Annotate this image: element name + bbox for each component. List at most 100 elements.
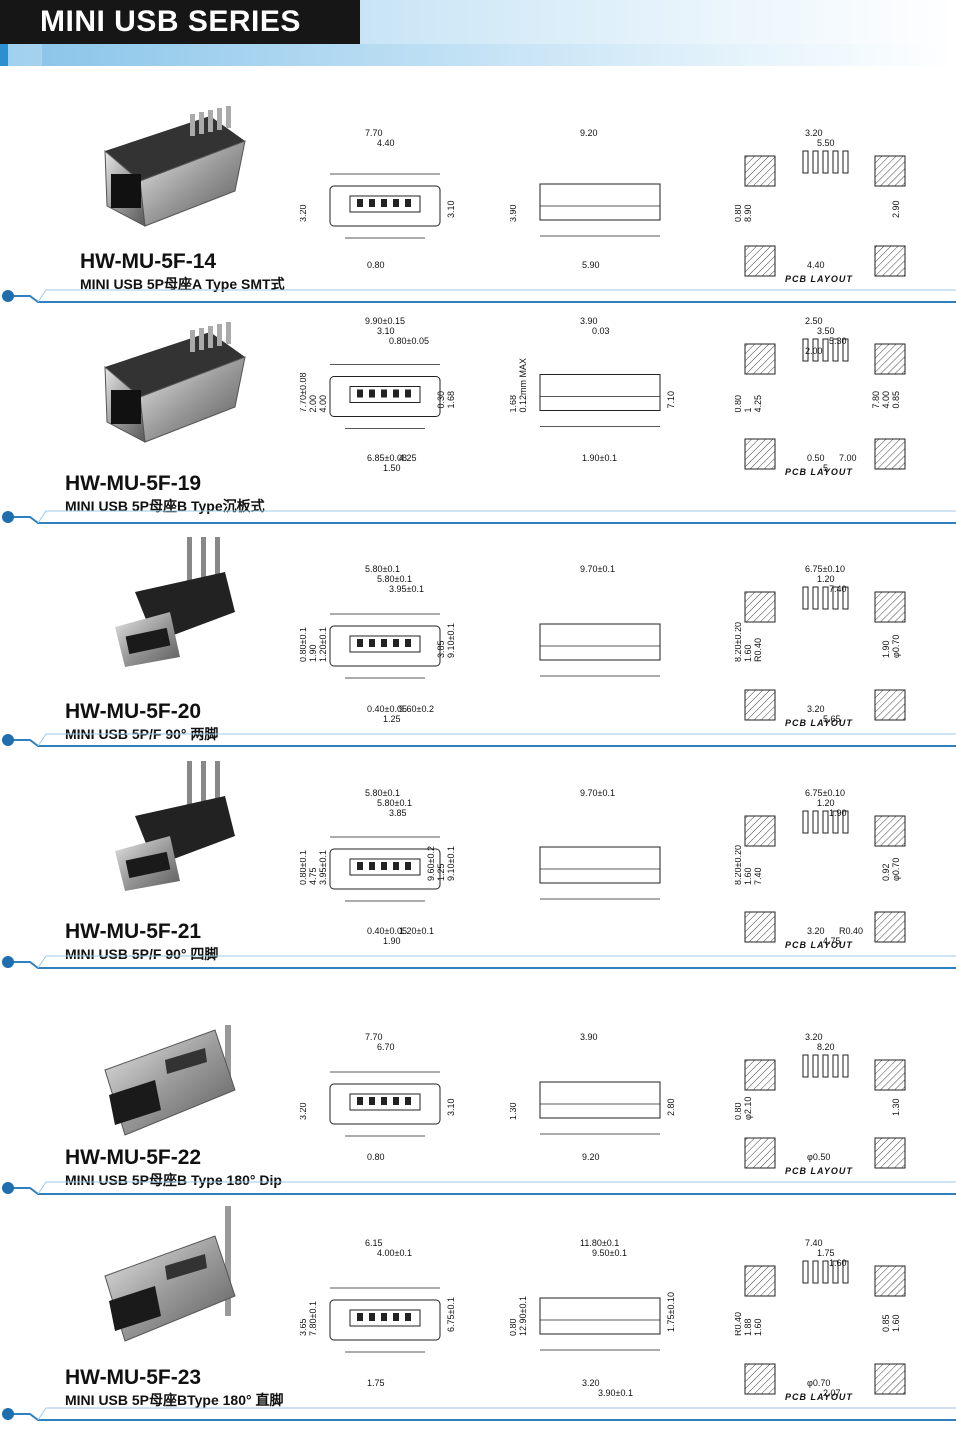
dimension-label: 0.85 (881, 1314, 891, 1332)
dimension-label: 9.90±0.15 (365, 316, 405, 326)
front-view-drawing: 6.153.651.756.75±0.14.00±0.17.80±0.1 (300, 1238, 456, 1388)
dimension-label: 1.30 (891, 1098, 901, 1116)
dimension-label: 1.60 (891, 1314, 901, 1332)
dimension-label: 2.80 (666, 1098, 676, 1116)
pcb-layout-label: PCB LAYOUT (785, 1166, 853, 1176)
dimension-label: 3.10 (446, 1098, 456, 1116)
pcb-layout-drawing: 6.75±0.108.20±0.203.20φ0.701.201.605.651… (735, 564, 906, 728)
dimension-label: 0.30 (436, 391, 446, 409)
dimension-label: 6.75±0.10 (805, 564, 845, 574)
dimension-label: 5.80±0.1 (377, 798, 412, 808)
dimension-label: 9.20 (582, 1152, 600, 1162)
dimension-label: 6.75±0.10 (805, 788, 845, 798)
dimension-label: 4.25 (753, 395, 763, 413)
dimension-label: 0.85 (891, 391, 901, 409)
pcb-layout-label: PCB LAYOUT (785, 1392, 853, 1402)
dimension-label: 3.90 (510, 204, 518, 222)
dimension-label: 7.40 (805, 1238, 823, 1248)
dimension-label: 1.90 (383, 936, 401, 946)
dimension-label: 2.07 (823, 1388, 841, 1398)
dimension-label: 3.85 (389, 808, 407, 818)
dimension-label: 7.10 (666, 391, 676, 409)
dimension-label: 4.75 (823, 936, 841, 946)
dimension-label: 4.00 (318, 395, 328, 413)
dimension-label: 3.85 (436, 640, 446, 658)
front-view-drawing: 5.80±0.10.80±0.10.40±0.059.10±0.15.80±0.… (300, 788, 456, 946)
dimension-label: 0.12mm MAX (518, 358, 528, 413)
dimension-label: 1.60 (753, 1318, 763, 1336)
front-view-drawing: 9.90±0.157.70±0.086.85±0.081.683.102.001… (300, 316, 456, 473)
connector-photo (104, 106, 246, 227)
dimension-label: 0.80 (735, 395, 743, 413)
dimension-label: 8.90 (743, 204, 753, 222)
dimension-label: 11.80±0.1 (580, 1238, 619, 1248)
dimension-label: 1.60 (743, 867, 753, 885)
dimension-label: 2.50 (805, 316, 823, 326)
dimension-label: 5.65 (823, 714, 841, 724)
dimension-label: 6.75±0.1 (446, 1297, 456, 1332)
connector-photo (115, 537, 235, 667)
dimension-label: 0.80 (367, 260, 385, 270)
dimension-label: 8.20±0.20 (735, 622, 743, 662)
dimension-label: 0.80 (735, 1102, 743, 1120)
dimension-label: φ2.10 (743, 1097, 753, 1120)
dimension-label: 9.10±0.1 (446, 623, 456, 658)
connector-photo (104, 322, 246, 443)
dimension-label: 0.80 (367, 1152, 385, 1162)
dimension-label: φ0.70 (891, 635, 901, 658)
dimension-label: 1.60 (743, 644, 753, 662)
side-view-drawing: 3.901.681.90±0.17.100.030.12mm MAX (510, 316, 676, 463)
product-description: MINI USB 5P母座B Type 180° Dip (65, 1172, 282, 1188)
dimension-label: 1.25 (383, 714, 401, 724)
section-divider (2, 1181, 956, 1195)
dimension-label: 9.10±0.1 (446, 846, 456, 881)
dimension-label: 0.80±0.1 (300, 627, 308, 662)
dimension-label: R0.40 (753, 638, 763, 662)
dimension-label: 3.90 (580, 1032, 598, 1042)
dimension-label: 0.80 (510, 1318, 518, 1336)
side-view-drawing: 9.70±0.1 (539, 564, 661, 677)
pcb-layout-label: PCB LAYOUT (785, 274, 853, 284)
section-divider (2, 733, 956, 747)
dimension-label: 1.68 (510, 395, 518, 413)
dimension-label: 3.50 (817, 326, 835, 336)
dimension-label: 4.40 (377, 138, 395, 148)
front-view-drawing: 5.80±0.10.80±0.10.40±0.059.10±0.15.80±0.… (300, 564, 456, 724)
dimension-label: 0.80±0.05 (389, 336, 429, 346)
dimension-label: 4.25 (399, 453, 417, 463)
dimension-label: 3.10 (446, 200, 456, 218)
dimension-label: 7.80±0.1 (308, 1301, 318, 1336)
dimension-label: 6.70 (377, 1042, 395, 1052)
dimension-label: 6.85±0.08 (367, 453, 407, 463)
side-view-drawing: 11.80±0.10.803.201.75±0.109.50±0.112.90±… (510, 1238, 676, 1398)
connector-photo (115, 761, 235, 891)
dimension-label: 6.15 (365, 1238, 383, 1248)
dimension-label: 1.20±0.1 (399, 926, 434, 936)
dimension-label: 3.20 (300, 1102, 308, 1120)
dimension-label: 1.20 (817, 798, 835, 808)
product-description: MINI USB 5P母座B Type沉板式 (65, 498, 265, 514)
dimension-label: 3.90±0.1 (598, 1388, 633, 1398)
dimension-label: φ0.50 (807, 1152, 830, 1162)
dimension-label: 9.20 (580, 128, 598, 138)
product-model: HW-MU-5F-21 (65, 920, 202, 943)
product-model: HW-MU-5F-19 (65, 472, 202, 495)
dimension-label: 2.00 (805, 346, 823, 356)
dimension-label: 1.88 (743, 1318, 753, 1336)
dimension-label: 1 (743, 407, 753, 412)
dimension-label: 3.20 (805, 1032, 823, 1042)
dimension-label: 9.70±0.1 (580, 788, 615, 798)
dimension-label: 1.90 (308, 644, 318, 662)
connector-photo (104, 1025, 236, 1136)
dimension-label: 1.75±0.10 (666, 1292, 676, 1332)
product-model: HW-MU-5F-14 (80, 250, 217, 273)
dimension-label: 3.20 (300, 204, 308, 222)
product-model: HW-MU-5F-20 (65, 700, 202, 723)
dimension-label: 3.20 (807, 704, 825, 714)
